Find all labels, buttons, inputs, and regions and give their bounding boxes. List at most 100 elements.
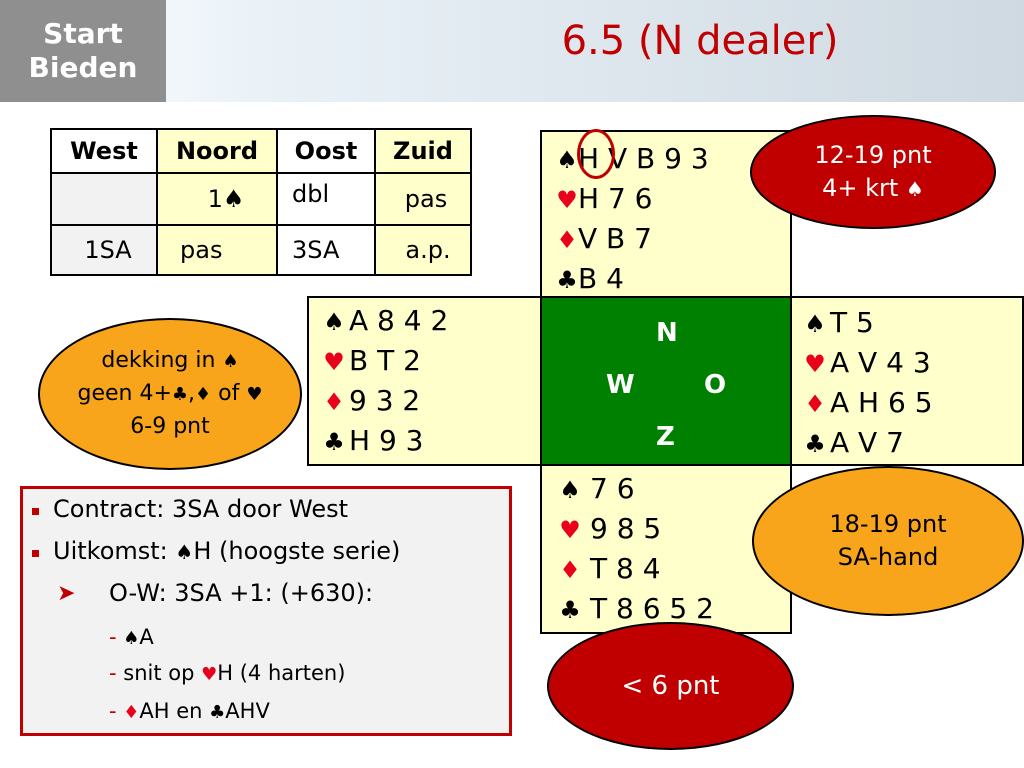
east-callout-line1: 18-19 pnt — [829, 510, 947, 538]
diamond-icon: ♦ — [804, 390, 826, 418]
club-icon: ♣ — [556, 266, 578, 294]
west-hand: ♠A 8 4 2 ♥B T 2 ♦9 3 2 ♣H 9 3 — [307, 296, 542, 466]
play-item-3: - ♦AH en ♣AHV — [109, 699, 270, 723]
west-hearts-line: ♥B T 2 — [319, 342, 421, 381]
south-hearts-line: ♥ 9 8 5 — [550, 510, 661, 549]
club-icon: ♣ — [323, 428, 345, 456]
logo-line1: Start — [43, 17, 123, 50]
north-clubs: B 4 — [578, 262, 624, 295]
header-oost: Oost — [276, 128, 376, 174]
play-item-2: - snit op ♥H (4 harten) — [109, 661, 346, 685]
header-west: West — [50, 128, 158, 174]
bidding-header-row: West Noord Oost Zuid — [50, 128, 472, 174]
compass-south: Z — [656, 422, 675, 452]
north-hearts-line: ♥H 7 6 — [556, 180, 652, 219]
bid-cell: 1♠ — [156, 172, 278, 226]
north-hearts: H 7 6 — [578, 182, 653, 215]
start-bieden-logo[interactable]: Start Bieden — [0, 0, 166, 102]
east-hearts: A V 4 3 — [830, 346, 931, 379]
south-clubs-line: ♣ T 8 6 5 2 — [550, 590, 714, 629]
compass-north: N — [656, 318, 678, 348]
spade-icon: ♠ — [905, 176, 924, 201]
lead-text: Uitkomst: ♠H (hoogste serie) — [53, 537, 401, 565]
south-spades-line: ♠ 7 6 — [550, 470, 635, 509]
east-spades-line: ♠T 5 — [800, 304, 874, 343]
heart-icon: ♥ — [246, 384, 263, 405]
compass-west: W — [606, 370, 635, 400]
info-box: Contract: 3SA door West Uitkomst: ♠H (ho… — [20, 486, 512, 736]
south-hearts: 9 8 5 — [590, 512, 662, 545]
west-diamonds: 9 3 2 — [349, 384, 421, 417]
east-callout-line2: SA-hand — [837, 543, 939, 571]
club-icon: ♣ — [804, 430, 826, 458]
south-hand: ♠ 7 6 ♥ 9 8 5 ♦ T 8 4 ♣ T 8 6 5 2 — [540, 464, 792, 634]
west-callout-line3: 6-9 pnt — [130, 414, 210, 439]
west-callout-line1: dekking in — [101, 348, 216, 373]
north-diamonds-line: ♦V B 7 — [556, 220, 652, 259]
spade-icon: ♠ — [804, 310, 826, 338]
bidding-table: West Noord Oost Zuid 1♠ dbl pas 1SA pas … — [50, 128, 472, 276]
bullet-square — [32, 550, 39, 557]
club-icon: ♣ — [171, 384, 189, 405]
south-spades: 7 6 — [590, 472, 635, 505]
diamond-icon: ♦ — [323, 388, 345, 416]
bullet-square — [32, 508, 39, 515]
heart-icon: ♥ — [559, 516, 581, 544]
bid-cell: dbl — [276, 172, 376, 226]
bid-cell: pas — [374, 172, 472, 226]
logo-line2: Bieden — [28, 51, 138, 84]
lead-card-circle — [577, 129, 615, 179]
arrow-bullet-icon: ➤ — [57, 581, 76, 606]
play-item-1: - ♠A — [109, 625, 154, 649]
spade-icon: ♠ — [123, 628, 140, 649]
club-icon: ♣ — [559, 596, 581, 624]
south-callout-line1: < 6 pnt — [621, 670, 720, 701]
west-spades-line: ♠A 8 4 2 — [319, 302, 448, 341]
east-callout: 18-19 pnt SA-hand — [752, 466, 1024, 616]
west-diamonds-line: ♦9 3 2 — [319, 382, 420, 421]
east-clubs-line: ♣A V 7 — [800, 424, 904, 463]
east-diamonds-line: ♦A H 6 5 — [800, 384, 933, 423]
north-callout-line1: 12-19 pnt — [814, 140, 932, 169]
bidding-row: 1♠ dbl pas — [50, 172, 472, 226]
west-hearts: B T 2 — [349, 344, 421, 377]
result-text: O-W: 3SA +1: (+630): — [109, 579, 374, 607]
heart-icon: ♥ — [556, 186, 578, 214]
bidding-row: 1SA pas 3SA a.p. — [50, 224, 472, 276]
spade-icon: ♠ — [556, 146, 578, 174]
south-callout: < 6 pnt — [547, 622, 794, 750]
west-spades: A 8 4 2 — [349, 304, 449, 337]
east-hearts-line: ♥A V 4 3 — [800, 344, 931, 383]
spade-icon: ♠ — [323, 308, 345, 336]
west-clubs: H 9 3 — [349, 424, 424, 457]
header-noord: Noord — [156, 128, 278, 174]
north-callout: 12-19 pnt 4+ krt ♠ — [750, 115, 996, 229]
bid-cell: pas — [156, 224, 278, 276]
spade-icon: ♠ — [175, 540, 194, 564]
north-diamonds: V B 7 — [578, 222, 652, 255]
diamond-icon: ♦ — [195, 384, 212, 405]
north-clubs-line: ♣B 4 — [556, 260, 624, 299]
west-callout: dekking in ♠ geen 4+♣,♦ of ♥ 6-9 pnt — [38, 318, 302, 470]
compass-table: N W O Z — [540, 296, 792, 466]
east-hand: ♠T 5 ♥A V 4 3 ♦A H 6 5 ♣A V 7 — [790, 296, 1024, 466]
heart-icon: ♥ — [201, 664, 218, 685]
east-clubs: A V 7 — [830, 426, 904, 459]
east-spades: T 5 — [830, 306, 874, 339]
south-clubs: T 8 6 5 2 — [590, 592, 714, 625]
east-diamonds: A H 6 5 — [830, 386, 933, 419]
heart-icon: ♥ — [804, 350, 826, 378]
bid-cell: a.p. — [374, 224, 472, 276]
club-icon: ♣ — [209, 702, 226, 723]
south-diamonds-line: ♦ T 8 4 — [550, 550, 661, 589]
heart-icon: ♥ — [323, 348, 345, 376]
compass-east: O — [704, 370, 727, 400]
bid-cell — [50, 172, 158, 226]
contract-text: Contract: 3SA door West — [53, 495, 349, 523]
diamond-icon: ♦ — [559, 556, 581, 584]
page-title: 6.5 (N dealer) — [561, 18, 839, 64]
bid-cell: 3SA — [276, 224, 376, 276]
south-diamonds: T 8 4 — [590, 552, 661, 585]
diamond-icon: ♦ — [123, 702, 140, 723]
spade-icon: ♠ — [559, 476, 581, 504]
